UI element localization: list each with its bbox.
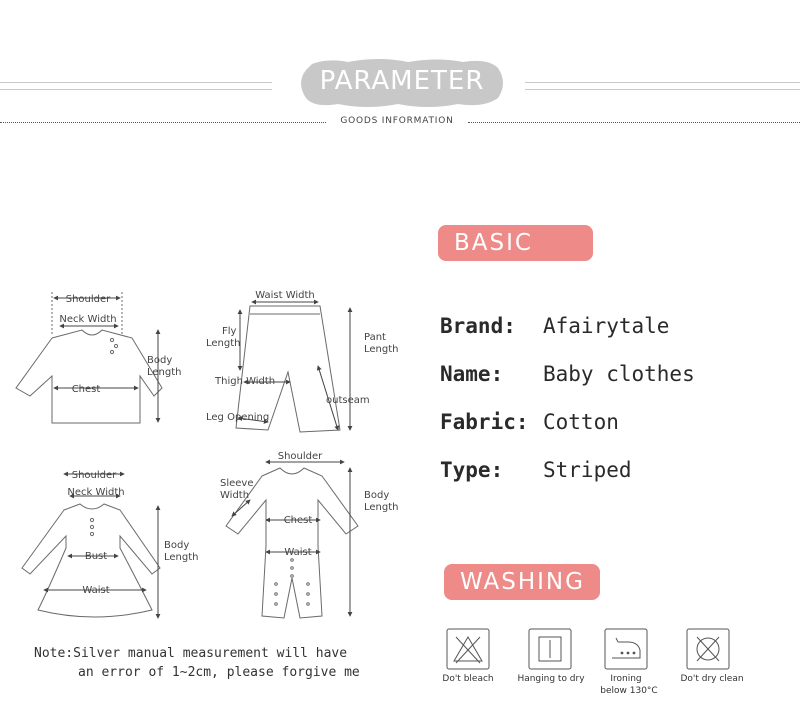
spec-key: Name: (440, 362, 504, 386)
iron-icon (604, 628, 648, 670)
wash-label-iron-temp: below 130°C (600, 686, 658, 696)
header-subtitle: GOODS INFORMATION (340, 116, 454, 126)
pants-label-pant: Pant (364, 332, 386, 343)
spec-key: Brand: (440, 314, 516, 338)
romper-label-chest: Chest (284, 515, 313, 526)
wash-label-dryclean: Do't dry clean (680, 674, 744, 684)
spec-value: Striped (543, 458, 632, 482)
no-bleach-icon (446, 628, 490, 670)
header-dotted-right (468, 122, 800, 123)
pants-label-fly-length: Length (206, 338, 241, 349)
header-rule-left (0, 82, 272, 90)
pants-label-waist: Waist Width (255, 290, 315, 301)
dress-label-shoulder: Shoulder (72, 470, 117, 481)
basic-section-tag: BASIC (438, 225, 593, 261)
header-dotted-left (0, 122, 326, 123)
spec-value: Cotton (543, 410, 619, 434)
dress-label-neck: Neck Width (67, 487, 124, 498)
washing-section-tag: WASHING (444, 564, 600, 600)
spec-key: Fabric: (440, 410, 529, 434)
size-diagrams: Shoulder Neck Width Chest Body Length Wa… (15, 290, 399, 619)
shirt-diagram: Shoulder Neck Width Chest Body Length (15, 292, 182, 424)
pants-diagram: Waist Width Fly Length Thigh Width Leg O… (206, 290, 399, 433)
dress-diagram: Shoulder Neck Width Bust Waist Body Leng… (21, 470, 199, 619)
pants-label-fly: Fly (222, 326, 237, 337)
shirt-label-body: Body (147, 355, 172, 366)
note-line-2: an error of 1~2cm, please forgive me (78, 665, 360, 680)
romper-label-body: Body (364, 490, 389, 501)
pants-label-thigh: Thigh Width (214, 376, 275, 387)
wash-label-iron: Ironing (610, 674, 642, 684)
shirt-label-neck: Neck Width (59, 314, 116, 325)
shirt-label-chest: Chest (72, 384, 101, 395)
spec-value: Afairytale (543, 314, 670, 338)
dress-label-body: Body (164, 540, 189, 551)
wash-label-hang: Hanging to dry (517, 674, 585, 684)
romper-label-length: Length (364, 502, 399, 513)
romper-label-waist: Waist (284, 547, 311, 558)
spec-key: Type: (440, 458, 504, 482)
wash-label-bleach: Do't bleach (442, 674, 494, 684)
shirt-label-length: Length (147, 367, 182, 378)
shirt-label-shoulder: Shoulder (66, 294, 111, 305)
spec-value: Baby clothes (543, 362, 695, 386)
romper-label-sleeve: Sleeve (220, 478, 254, 489)
dress-label-length: Length (164, 552, 199, 563)
romper-label-sleeve-width: Width (220, 490, 249, 501)
pants-label-pant-length: Length (364, 344, 399, 355)
header-title: PARAMETER (319, 66, 485, 96)
no-dry-clean-icon (686, 628, 730, 670)
dress-label-waist: Waist (82, 585, 109, 596)
pants-label-leg: Leg Opening (206, 412, 269, 423)
header-rule-right (525, 82, 800, 90)
romper-diagram: Shoulder Sleeve Width Chest Waist Body L… (220, 451, 399, 619)
note-line-1: Note:Silver manual measurement will have (34, 646, 348, 661)
hang-dry-icon (528, 628, 572, 670)
spec-row-type: Type: Striped (440, 458, 632, 482)
spec-row-brand: Brand: Afairytale (440, 314, 669, 338)
dress-label-bust: Bust (85, 551, 107, 562)
spec-row-fabric: Fabric: Cotton (440, 410, 619, 434)
romper-label-shoulder: Shoulder (278, 451, 323, 462)
spec-row-name: Name: Baby clothes (440, 362, 695, 386)
header-badge (301, 59, 503, 107)
pants-label-outseam: outseam (326, 395, 370, 406)
